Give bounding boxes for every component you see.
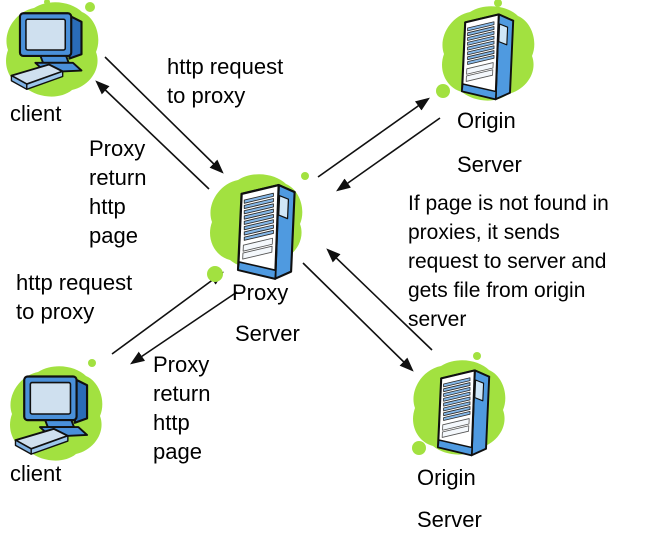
proxy-label-line1: Proxy (232, 280, 289, 305)
client-top-label: client (10, 101, 62, 126)
blob-dot (85, 2, 95, 12)
origin-bottom-label-line1: Origin (417, 465, 476, 490)
blob-dot (88, 359, 96, 367)
blob-dot (412, 441, 426, 455)
blob-dot (436, 84, 450, 98)
arrow-proxy-to-client-top (95, 80, 210, 190)
arrow-client-top-to-proxy (104, 56, 224, 174)
server-tower-icon (460, 13, 515, 101)
origin-bottom-node (412, 352, 506, 457)
origin-top-node (436, 0, 535, 101)
client-bottom-node (10, 359, 103, 461)
arrow-proxy-to-origin-top (317, 97, 430, 178)
proxy-label-line2: Server (235, 321, 300, 346)
proxy-node (207, 172, 309, 282)
server-tower-icon (436, 369, 491, 457)
arrow-origin-bottom-to-proxy (326, 248, 433, 351)
client-bottom-label: client (10, 461, 62, 486)
annotation-text: If page is not found in proxies, it send… (408, 192, 609, 331)
server-tower-icon (236, 183, 296, 280)
edge-label-http-request-bottom: http request to proxy (16, 270, 133, 324)
blob-dot (301, 172, 309, 180)
blob-dot (494, 0, 502, 7)
arrow-client-bottom-to-proxy (111, 271, 224, 355)
edge-label-http-request-top: http request to proxy (167, 54, 284, 108)
blob-dot (207, 266, 223, 282)
origin-top-label-line1: Origin (457, 108, 516, 133)
blob-dot (44, 0, 50, 5)
client-top-node (6, 0, 99, 97)
origin-top-label-line2: Server (457, 152, 522, 177)
arrow-proxy-to-client-bottom (130, 291, 238, 365)
edge-label-proxy-return-bottom: Proxy return http page (153, 352, 211, 464)
edge-label-proxy-return-top: Proxy return http page (89, 136, 147, 248)
blob-dot (473, 352, 481, 360)
arrow-proxy-to-origin-bottom (302, 262, 414, 372)
origin-bottom-label-line2: Server (417, 507, 482, 532)
arrow-origin-top-to-proxy (336, 117, 441, 192)
